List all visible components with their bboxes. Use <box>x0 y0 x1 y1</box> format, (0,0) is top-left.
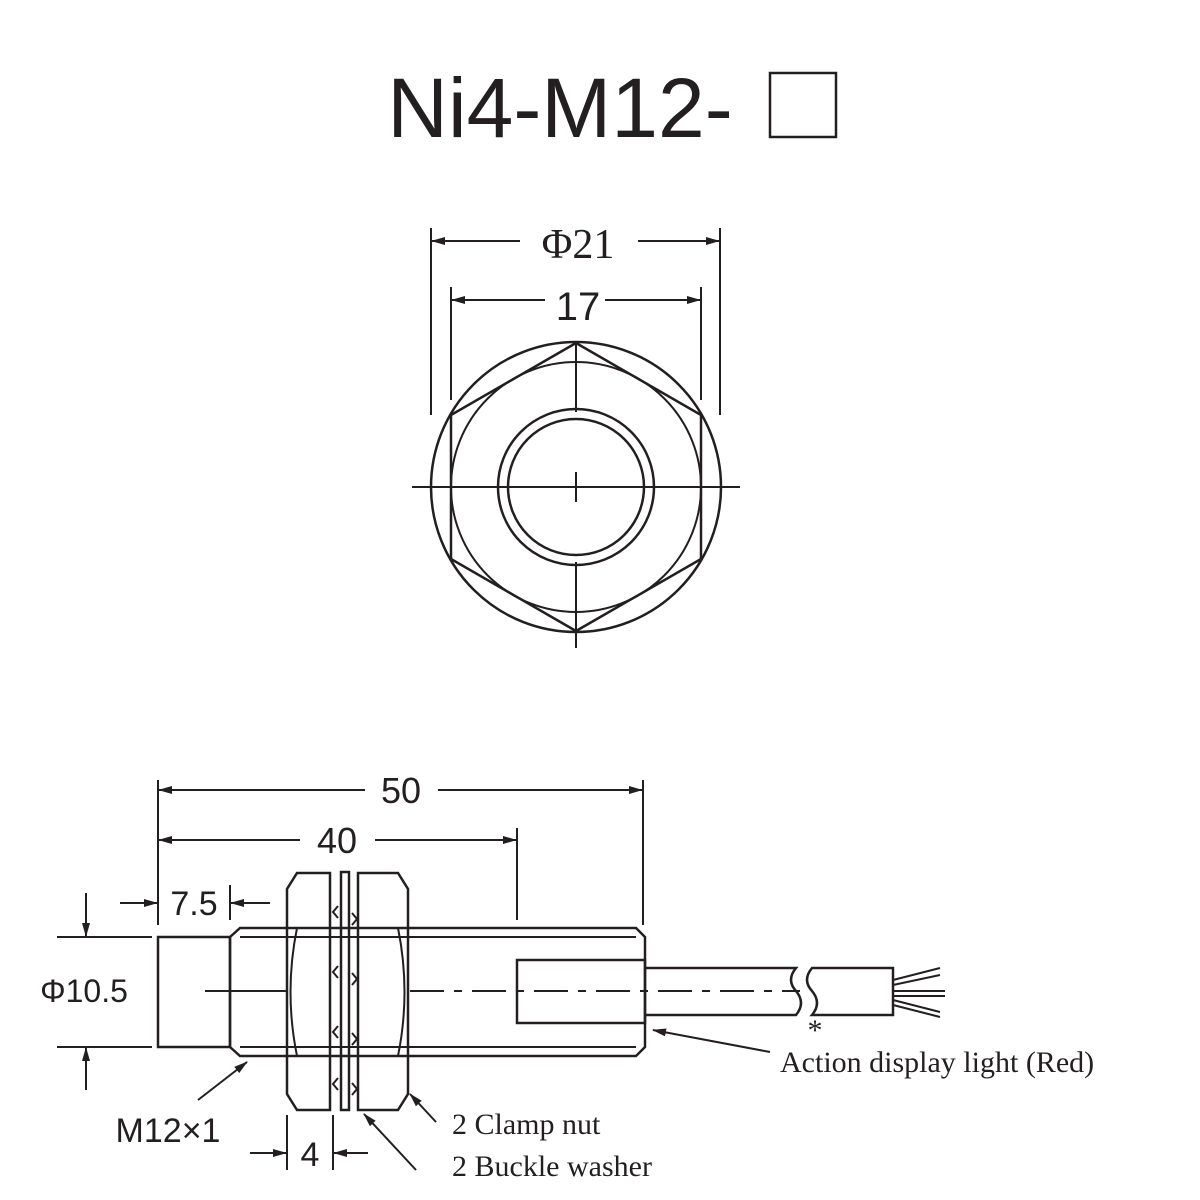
model-suffix-box <box>768 71 838 139</box>
length-50-label: 50 <box>381 770 421 811</box>
length-7-5-label: 7.5 <box>170 885 217 923</box>
clamp-nut-left <box>285 871 332 1112</box>
washer-teeth <box>331 905 359 1096</box>
clamp-nut-label: 2 Clamp nut <box>452 1108 601 1141</box>
length-40-label: 40 <box>317 820 357 861</box>
buckle-washer <box>339 870 351 1112</box>
buckle-washer-label: 2 Buckle washer <box>452 1150 652 1183</box>
hex-17-label: 17 <box>556 285 601 329</box>
diameter-10-5-label: Φ10.5 <box>40 973 128 1009</box>
nut-4-label: 4 <box>301 1136 320 1174</box>
cable-wires <box>892 967 945 1018</box>
model-title: Ni4-M12- <box>387 61 732 155</box>
end-view: Φ21 17 <box>412 222 740 648</box>
side-view: 50 40 7.5 Φ10.5 4 M12×1 2 Clamp nut 2 Bu… <box>40 770 1094 1183</box>
clamp-nut-right <box>356 871 410 1112</box>
thread-label: M12×1 <box>116 1112 221 1150</box>
asterisk-mark: * <box>808 1014 823 1047</box>
diameter-21-label: Φ21 <box>542 222 615 268</box>
indicator-light-label: Action display light (Red) <box>780 1046 1094 1079</box>
